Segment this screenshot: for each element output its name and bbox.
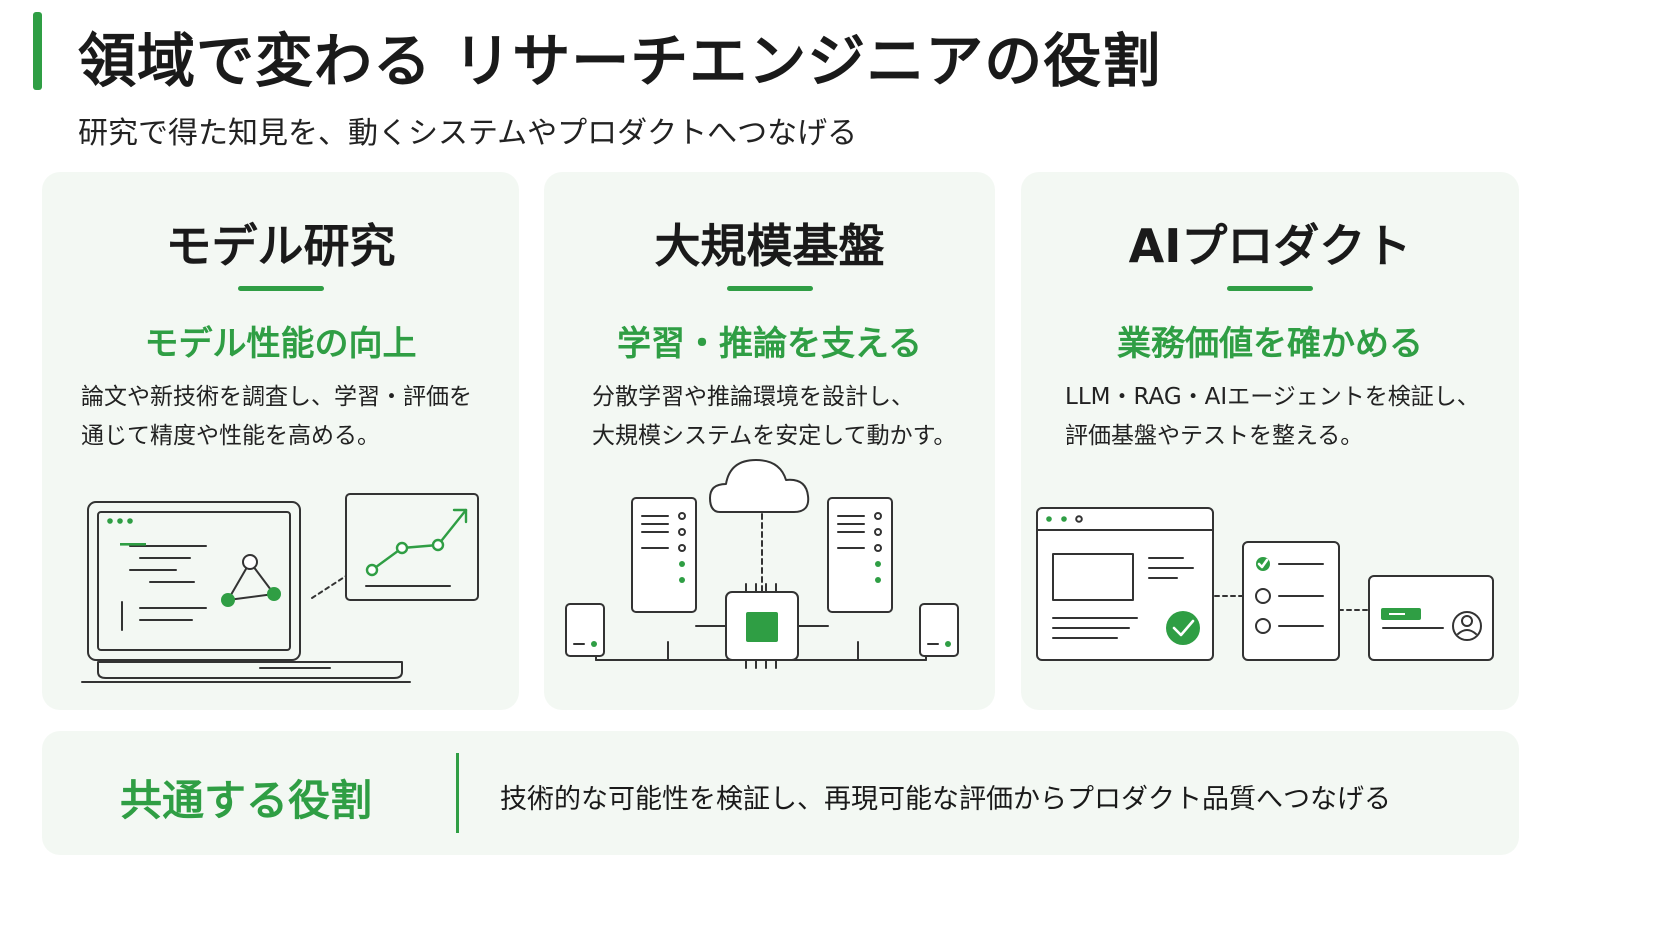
page-subtitle: 研究で得た知見を、動くシステムやプロダクトへつなげる <box>78 116 858 151</box>
card-description: 分散学習や推論環境を設計し、 大規模システムを安定して動かす。 <box>592 378 956 456</box>
card-title: 大規模基盤 <box>654 219 885 273</box>
card-title-underline <box>726 286 813 291</box>
card-model-research: モデル研究 モデル性能の向上 論文や新技術を調査し、学習・評価を 通じて精度や性… <box>42 172 519 710</box>
server-cluster-illustration <box>565 459 959 669</box>
product-evaluation-illustration <box>1036 507 1494 661</box>
common-role-panel: 共通する役割 技術的な可能性を検証し、再現可能な評価からプロダクト品質へつなげる <box>42 731 1519 855</box>
card-title: モデル研究 <box>165 219 396 273</box>
card-description-line: 論文や新技術を調査し、学習・評価を <box>81 384 472 410</box>
common-role-title: 共通する役割 <box>120 776 373 825</box>
card-description-line: 通じて精度や性能を高める。 <box>81 423 380 449</box>
card-headline: 学習・推論を支える <box>617 324 922 364</box>
card-title-underline <box>1227 286 1313 291</box>
laptop-illustration <box>81 493 479 683</box>
card-description-line: 評価基盤やテストを整える。 <box>1065 423 1364 449</box>
card-description-line: 大規模システムを安定して動かす。 <box>592 423 957 449</box>
card-headline: モデル性能の向上 <box>144 324 417 364</box>
common-role-text: 技術的な可能性を検証し、再現可能な評価からプロダクト品質へつなげる <box>500 784 1391 815</box>
page-title: 領域で変わる リサーチエンジニアの役割 <box>78 27 1162 95</box>
card-ai-product: AIプロダクト 業務価値を確かめる LLM・RAG・AIエージェントを検証し、 … <box>1021 172 1519 710</box>
card-large-scale-infra: 大規模基盤 学習・推論を支える 分散学習や推論環境を設計し、 大規模システムを安… <box>544 172 995 710</box>
card-description: LLM・RAG・AIエージェントを検証し、 評価基盤やテストを整える。 <box>1065 378 1480 456</box>
title-accent-bar <box>33 12 42 90</box>
card-description-line: 分散学習や推論環境を設計し、 <box>592 384 914 410</box>
card-headline: 業務価値を確かめる <box>1117 324 1423 364</box>
card-title: AIプロダクト <box>1128 219 1412 273</box>
common-role-divider <box>456 753 459 833</box>
card-title-underline <box>237 286 324 291</box>
card-description-line: LLM・RAG・AIエージェントを検証し、 <box>1065 384 1480 410</box>
card-description: 論文や新技術を調査し、学習・評価を 通じて精度や性能を高める。 <box>81 378 472 456</box>
